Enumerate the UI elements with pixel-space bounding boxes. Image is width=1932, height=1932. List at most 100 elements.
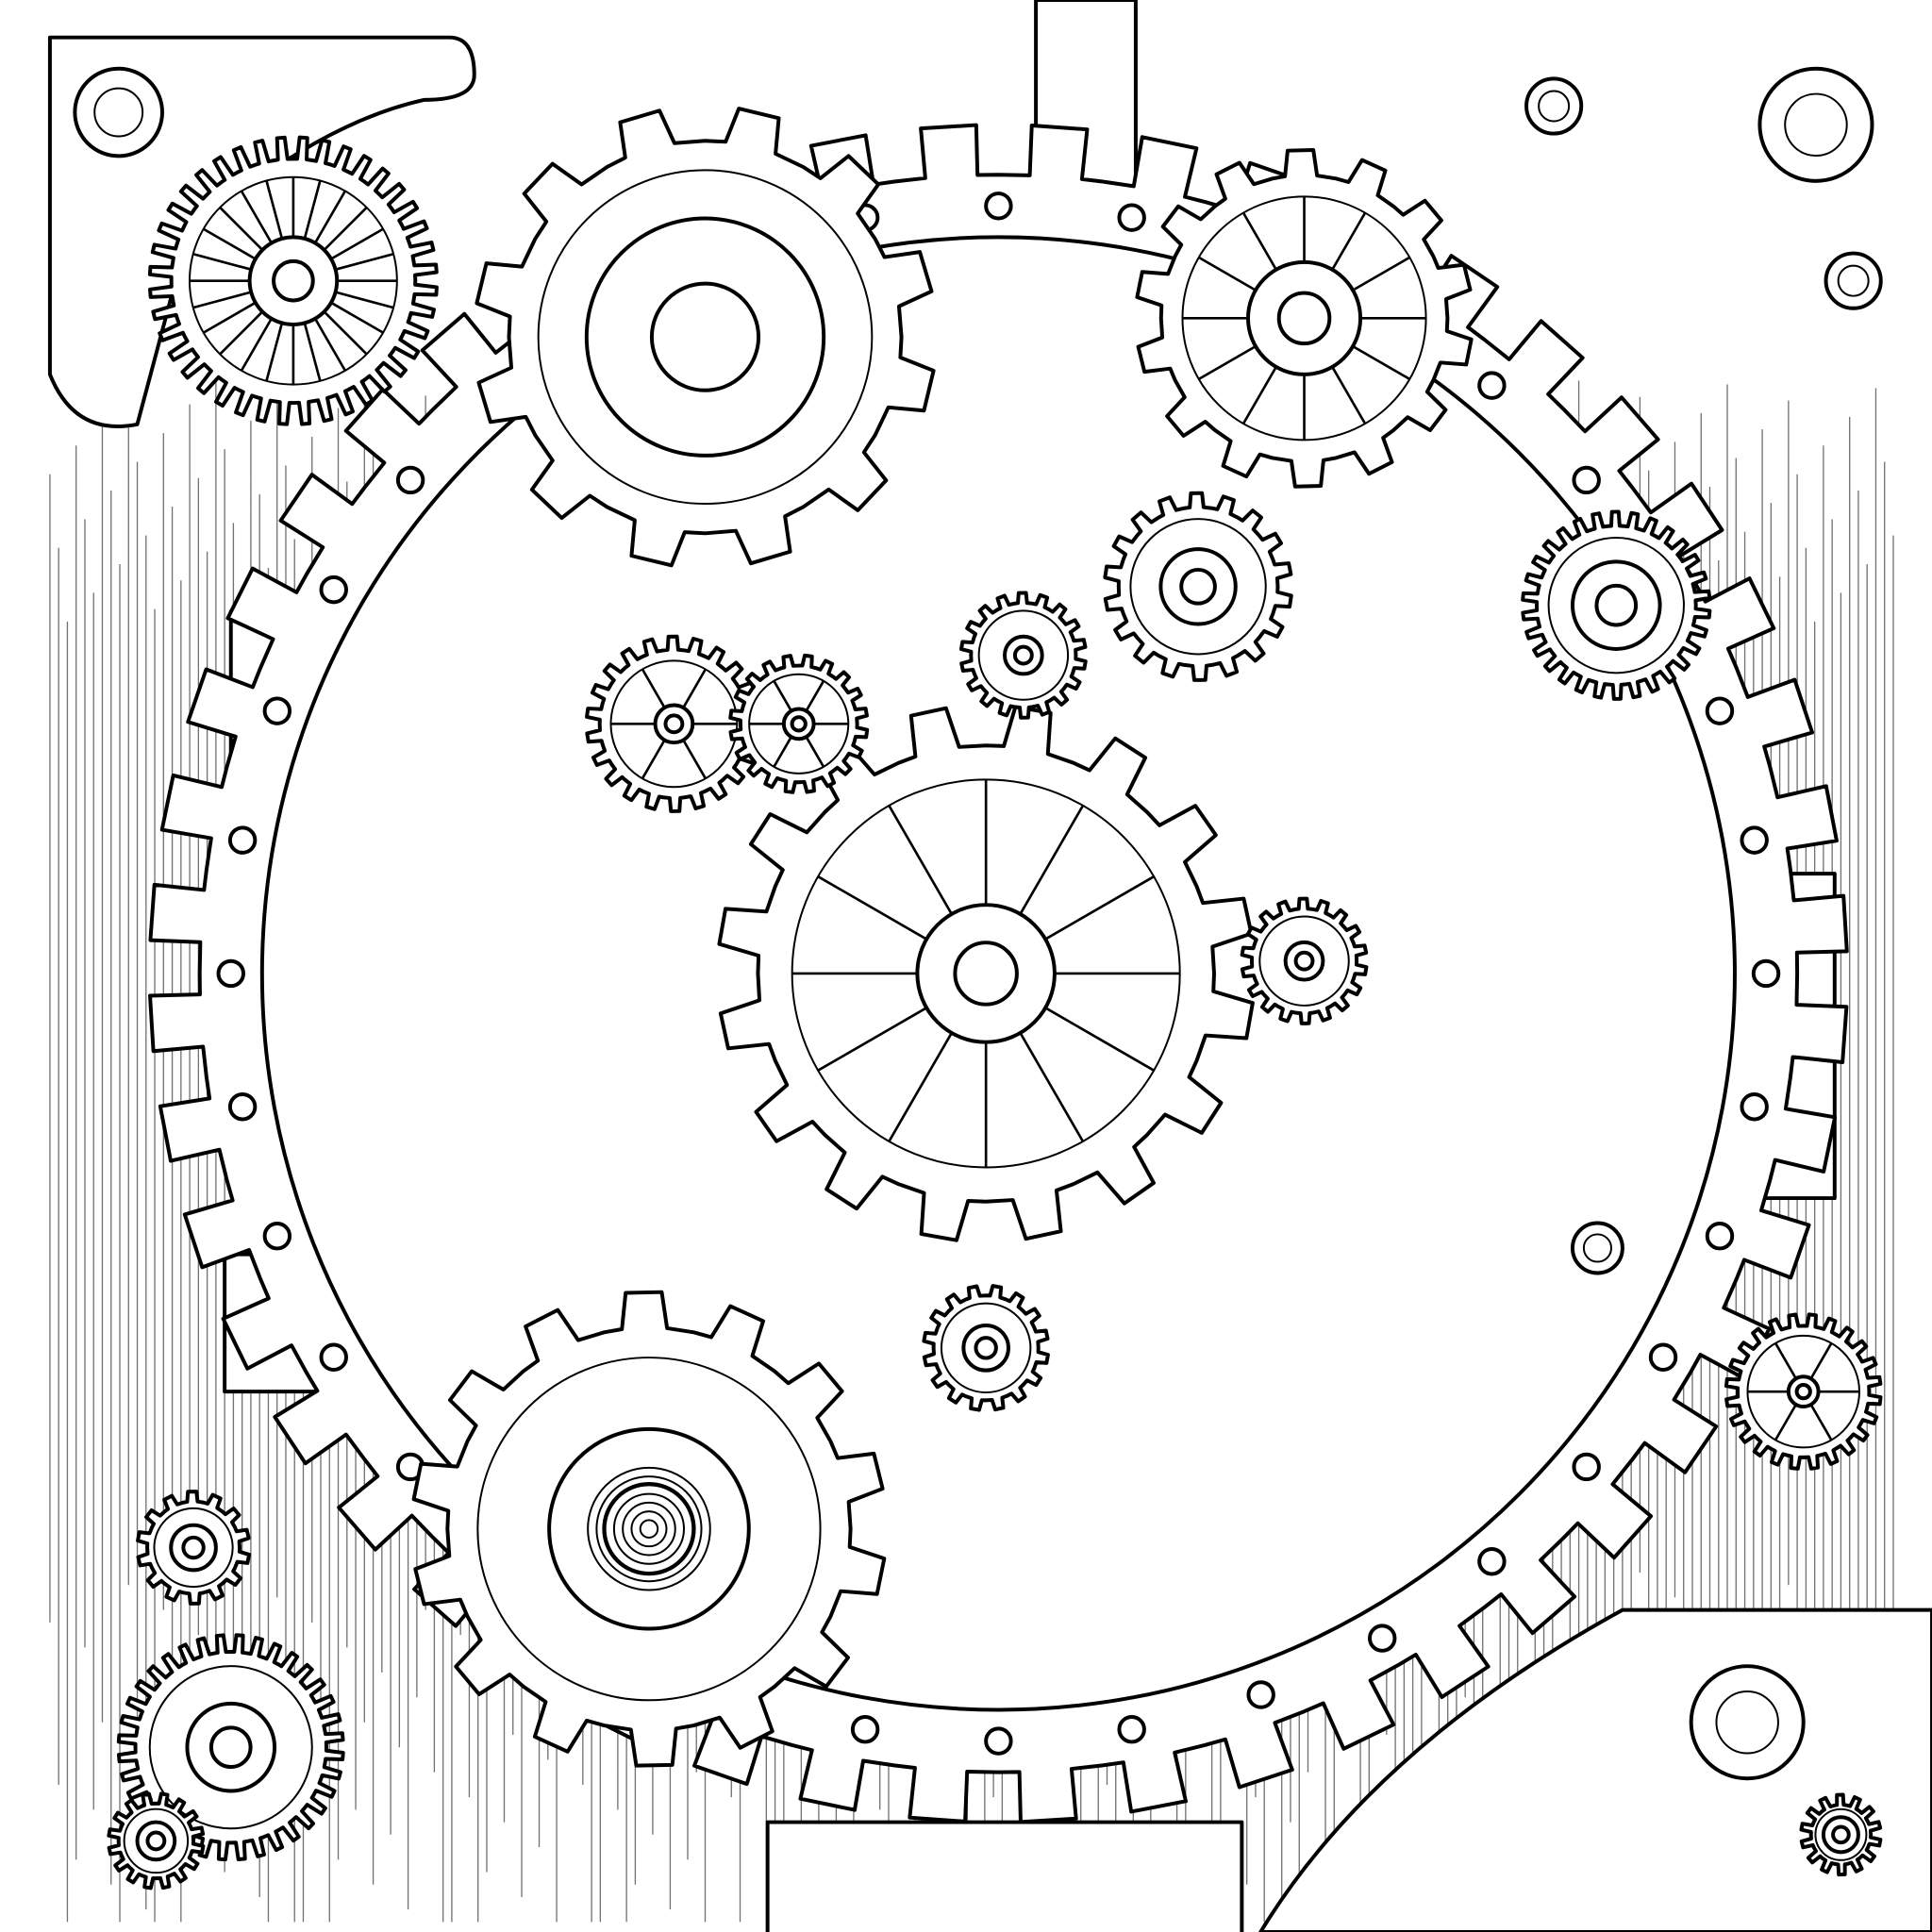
gear-axle: [974, 1336, 998, 1360]
gear-spoke: [817, 875, 927, 941]
spring-coil: [587, 1466, 711, 1591]
right-pulley-gear: [1521, 509, 1712, 701]
gear-rim: [977, 609, 1070, 701]
ring-rivet: [1740, 1092, 1769, 1122]
gear-rim: [940, 1302, 1032, 1394]
mid-right-gear: [1103, 491, 1293, 682]
gear-spoke: [303, 180, 322, 240]
gear-spoke: [1774, 1404, 1797, 1441]
gear-spoke: [641, 668, 666, 708]
gear-spoke: [1198, 256, 1257, 291]
gear-axle: [790, 715, 808, 733]
spring-coil: [595, 1475, 703, 1583]
gear-spoke: [303, 323, 322, 382]
bushing: [1689, 1664, 1806, 1781]
gear-axle: [663, 713, 685, 735]
top-gear: [475, 107, 936, 568]
gear-spoke: [1044, 1007, 1155, 1072]
gear-spoke: [1352, 256, 1410, 291]
gear-rim: [476, 1357, 822, 1702]
gear-axle: [953, 941, 1019, 1007]
gear-spoke: [1241, 366, 1277, 425]
gear-spoke: [1198, 344, 1257, 381]
gear-rim: [1547, 536, 1685, 675]
gear-spoke: [773, 680, 792, 712]
gear-axle: [208, 1725, 253, 1770]
gear-axle: [1594, 583, 1639, 627]
top-right-gear: [1135, 148, 1474, 489]
bushing: [73, 66, 164, 158]
bushing: [1524, 76, 1584, 136]
ring-rivet: [850, 1715, 880, 1744]
spring-coil: [612, 1492, 685, 1565]
gear-axle: [1293, 950, 1315, 972]
gears-layer: [73, 66, 1883, 1890]
gear-axle: [1794, 1383, 1812, 1401]
gear-spoke: [1331, 211, 1367, 271]
gear-spoke: [1019, 805, 1085, 915]
ring-rivet: [1572, 465, 1601, 495]
bushing: [1824, 251, 1883, 310]
gear-spoke: [335, 252, 394, 271]
gear-spoke: [203, 301, 257, 334]
gear-spoke: [265, 180, 284, 240]
gear-axle: [602, 1482, 696, 1576]
gear-spoke: [817, 1007, 927, 1072]
gear-rim: [537, 169, 874, 506]
gear-spoke: [323, 207, 368, 251]
gear-spoke: [330, 301, 384, 334]
gear-spoke: [1241, 211, 1277, 271]
gear-spoke: [1044, 875, 1155, 941]
gear-spoke: [313, 190, 347, 244]
bushing-inner: [1715, 1690, 1779, 1755]
gear-spoke: [219, 310, 264, 356]
gear-spoke: [682, 739, 708, 779]
ring-rivet: [1477, 1547, 1507, 1576]
bushing-inner: [1837, 264, 1870, 297]
gear-axle: [272, 258, 315, 303]
top-left-gear: [147, 135, 439, 426]
small-lower-gear: [922, 1284, 1050, 1412]
ring-rivet: [227, 1092, 258, 1122]
gear-spoke: [192, 252, 252, 271]
gear-spoke: [1019, 1032, 1085, 1142]
ring-rivet: [1740, 825, 1769, 855]
bushing-inner: [1582, 1233, 1612, 1263]
bottom-right-small-gear: [1799, 1792, 1883, 1877]
gear-cluster-d: [1240, 896, 1369, 1025]
gear-rim: [123, 1807, 190, 1874]
ring-rivet: [262, 696, 292, 725]
gear-cluster-c: [958, 591, 1088, 720]
ring-rivet: [984, 192, 1013, 221]
ring-rivet: [216, 958, 245, 989]
gear-spoke: [240, 190, 273, 244]
gear-spoke: [888, 805, 953, 915]
gear-spoke: [805, 736, 825, 768]
corner-gear: [107, 1791, 206, 1890]
gear-spoke: [1352, 344, 1410, 381]
gear-cluster-a: [585, 634, 763, 813]
ring-rivet: [227, 825, 258, 855]
gear-axle: [181, 1535, 206, 1560]
ring-rivet: [1572, 1452, 1601, 1482]
spring-coil: [630, 1510, 668, 1548]
gear-axle: [1012, 644, 1034, 666]
gear-spoke: [1809, 1404, 1833, 1441]
gear-spoke: [888, 1032, 953, 1142]
left-small-gear: [136, 1490, 252, 1606]
ring-rivet: [319, 575, 348, 605]
ring-rivet: [1246, 1680, 1275, 1709]
gear-spoke: [682, 668, 708, 708]
gear-rim: [148, 1665, 313, 1830]
gear-spoke: [192, 291, 252, 309]
spring-coil: [622, 1501, 676, 1557]
bushing: [1570, 1221, 1624, 1275]
ring-rivet: [1117, 203, 1146, 232]
ring-rivet: [1117, 1715, 1146, 1744]
gear-rim: [1814, 1807, 1868, 1861]
gear-spoke: [1331, 366, 1367, 425]
gear-spoke: [641, 739, 666, 779]
gear-spoke: [335, 291, 394, 309]
bushing-inner: [1784, 92, 1848, 158]
gear-axle: [1276, 291, 1332, 346]
